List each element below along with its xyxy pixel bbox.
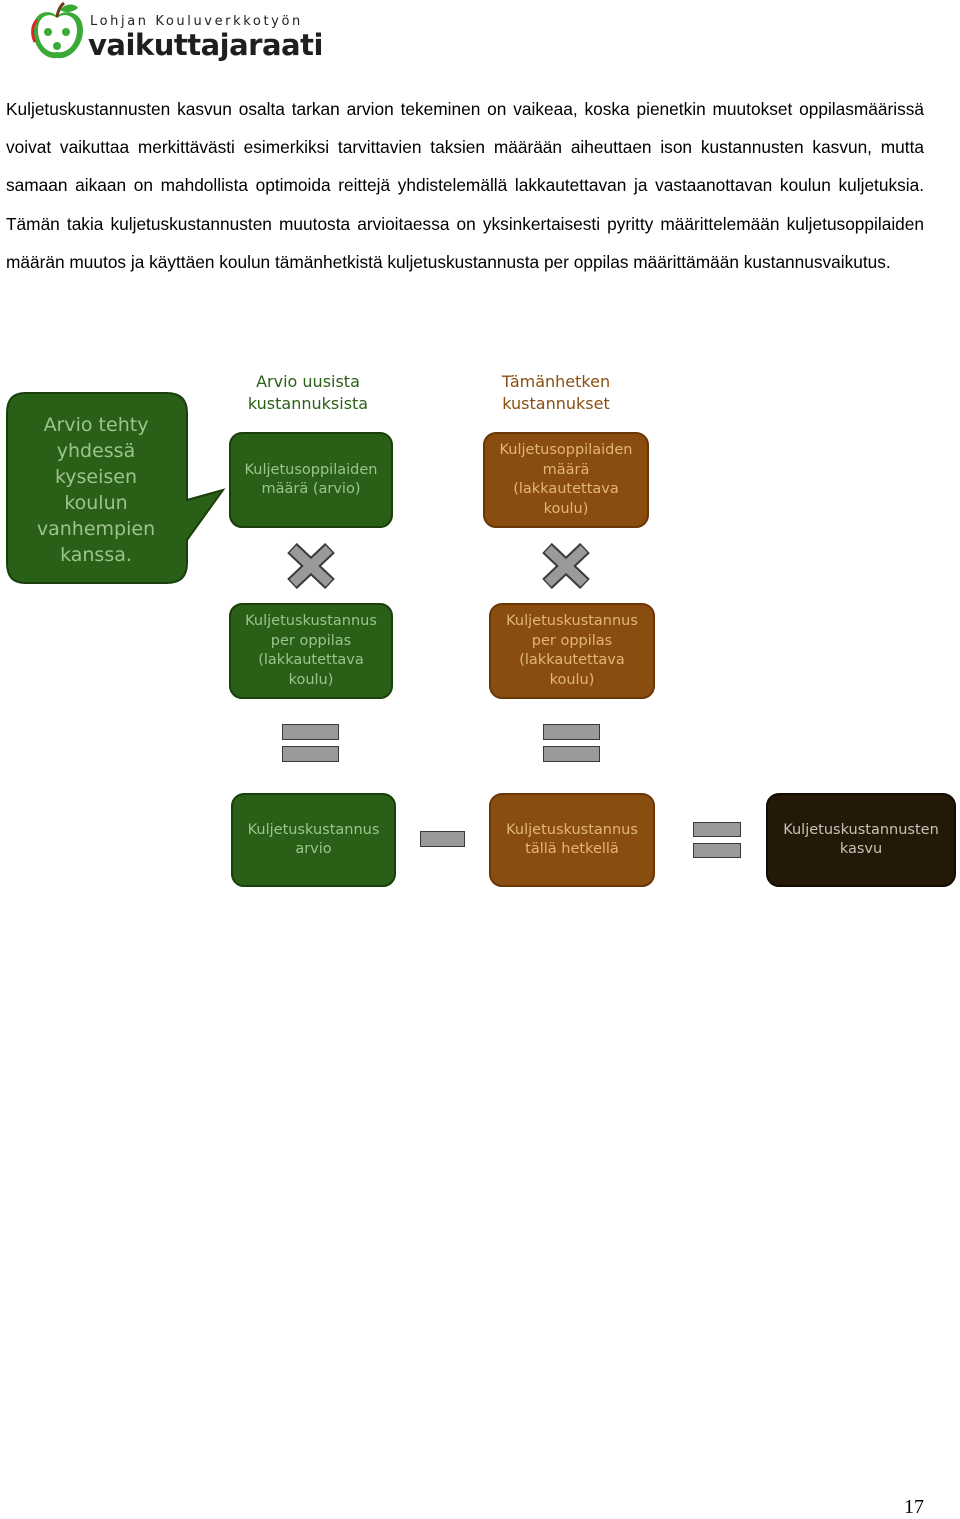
cost-per-pupil-left-box: Kuljetuskustannus per oppilas (lakkautet… (229, 603, 393, 699)
speech-bubble-text: Arvio tehty yhdessä kyseisen koulun vanh… (36, 414, 156, 566)
logo-title: vaikuttajaraati (88, 28, 323, 62)
pupils-estimate-box: Kuljetusoppilaiden määrä (arvio) (229, 432, 393, 528)
page-number: 17 (904, 1496, 924, 1518)
logo-subtitle: Lohjan Kouluverkkotyön (90, 14, 303, 29)
result-estimate-box: Kuljetuskustannus arvio (231, 793, 396, 887)
multiply-icon (542, 543, 590, 589)
apple-logo-icon (31, 2, 83, 59)
pupils-current-box: Kuljetusoppilaiden määrä (lakkautettava … (483, 432, 649, 528)
logo: Lohjan Kouluverkkotyön vaikuttajaraati (30, 2, 330, 68)
cost-per-pupil-right-box: Kuljetuskustannus per oppilas (lakkautet… (489, 603, 655, 699)
new-costs-heading: Arvio uusista kustannuksista (247, 372, 369, 413)
multiply-icon (287, 543, 335, 589)
intro-paragraph: Kuljetuskustannusten kasvun osalta tarka… (6, 99, 924, 272)
minus-icon (420, 831, 465, 847)
result-growth-box: Kuljetuskustannusten kasvu (766, 793, 956, 887)
result-current-box: Kuljetuskustannus tällä hetkellä (489, 793, 655, 887)
current-costs-heading: Tämänhetken kustannukset (501, 372, 611, 413)
speech-bubble-shape (6, 392, 226, 584)
